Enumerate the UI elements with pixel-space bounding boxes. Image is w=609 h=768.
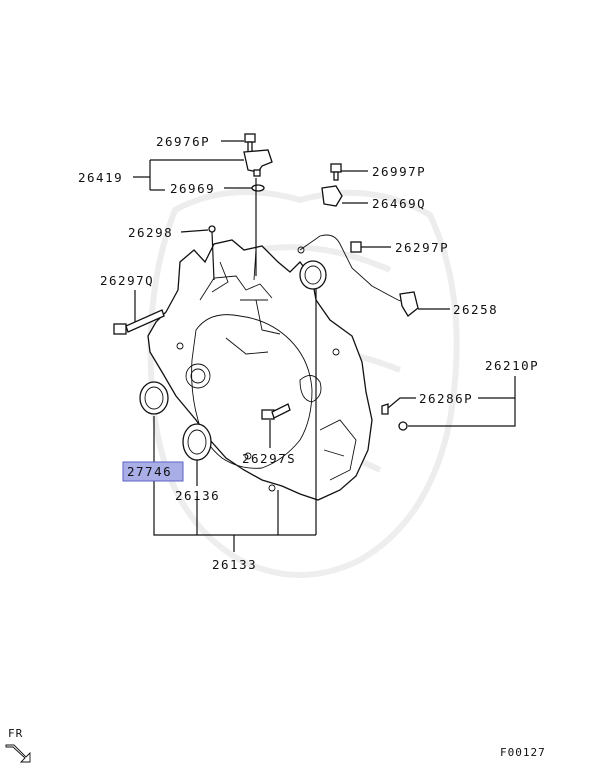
label-26419[interactable]: 26419 (78, 170, 123, 185)
label-26210P[interactable]: 26210P (485, 358, 539, 373)
label-26297Q[interactable]: 26297Q (100, 273, 154, 288)
bolt-26297Q[interactable] (113, 309, 165, 335)
label-26297P[interactable]: 26297P (395, 240, 449, 255)
pin-26298[interactable] (208, 225, 216, 233)
highlight-box-27746 (122, 461, 184, 482)
sensor-26469Q[interactable] (321, 185, 343, 207)
label-26469Q[interactable]: 26469Q (372, 196, 426, 211)
o-ring-26969[interactable] (251, 184, 265, 192)
leader-lines (133, 140, 516, 552)
plug-26286P-upper[interactable] (381, 403, 389, 415)
part-labels: 26976P 26419 26969 26997P 26469Q 26298 2… (78, 134, 539, 572)
bolt-26297S[interactable] (261, 403, 291, 420)
direction-indicator: FR (5, 727, 31, 763)
label-26286P[interactable]: 26286P (419, 391, 473, 406)
label-26976P[interactable]: 26976P (156, 134, 210, 149)
label-26969[interactable]: 26969 (170, 181, 215, 196)
bolt-26997P[interactable] (330, 163, 342, 181)
label-26258[interactable]: 26258 (453, 302, 498, 317)
speed-sensor-26419[interactable] (243, 149, 273, 177)
label-26297S[interactable]: 26297S (242, 451, 296, 466)
oil-seal-upper[interactable] (299, 260, 327, 290)
oil-tube-26258[interactable] (297, 234, 419, 317)
label-26136[interactable]: 26136 (175, 488, 220, 503)
figure-code: F00127 (500, 746, 546, 759)
bolt-26297P[interactable] (350, 241, 362, 253)
direction-label: FR (8, 727, 23, 740)
label-26133[interactable]: 26133 (212, 557, 257, 572)
label-26997P[interactable]: 26997P (372, 164, 426, 179)
front-arrow-icon (5, 744, 31, 763)
oil-seal-26136[interactable] (182, 423, 212, 461)
bolt-26976P[interactable] (244, 133, 256, 153)
label-26298[interactable]: 26298 (128, 225, 173, 240)
oil-seal-27746[interactable] (139, 381, 169, 415)
label-27746[interactable]: 27746 (127, 464, 172, 479)
plug-26286P-lower[interactable] (398, 421, 408, 431)
